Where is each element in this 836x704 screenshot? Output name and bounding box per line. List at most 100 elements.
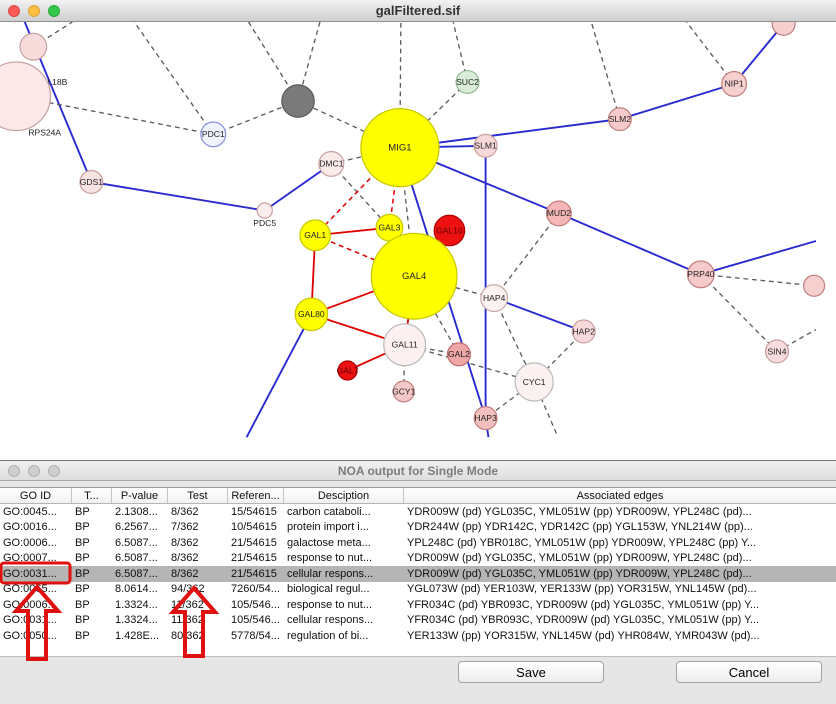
column-header[interactable]: Test [168, 488, 228, 503]
graph-edge[interactable] [264, 163, 332, 212]
graph-node-SLM2[interactable] [607, 107, 632, 132]
graph-node-GCY1[interactable] [392, 380, 415, 403]
graph-node-GAL80[interactable] [294, 297, 329, 332]
graph-node-GAL11[interactable] [383, 323, 427, 367]
graph-edge[interactable] [700, 273, 815, 287]
column-header[interactable]: P-value [112, 488, 168, 503]
graph-node-GAL1[interactable] [299, 219, 332, 252]
graph-node-GDS1[interactable] [79, 169, 104, 195]
graph-node-GAL2[interactable] [446, 342, 471, 367]
minimize-button[interactable] [28, 4, 40, 17]
column-header[interactable]: GO ID [0, 488, 72, 503]
table-cell: GO:0065... [3, 583, 57, 596]
graph-node-CYC1[interactable] [514, 362, 554, 402]
table-cell: biological regul... [287, 583, 370, 596]
cancel-button[interactable]: Cancel [676, 661, 822, 683]
graph-node-GAL10[interactable] [433, 214, 466, 247]
graph-node-PDC5[interactable] [256, 202, 273, 219]
minimize-button[interactable] [28, 464, 40, 477]
graph-node-RPS24A[interactable] [0, 61, 52, 132]
graph-node-HAP3[interactable] [473, 406, 498, 431]
graph-node-MIG1[interactable] [360, 108, 440, 188]
table-cell: BP [75, 567, 90, 580]
graph-node-PRP40[interactable] [686, 260, 715, 289]
table-cell: GO:0016... [3, 521, 57, 534]
graph-edge[interactable] [558, 212, 702, 276]
graph-node-HAP4[interactable] [480, 284, 509, 313]
column-header[interactable]: T... [72, 488, 112, 503]
graph-node-label: GAL11 [392, 340, 418, 350]
graph-node-label: GAL2 [448, 349, 470, 359]
column-header[interactable]: Referen... [228, 488, 284, 503]
graph-edge[interactable] [245, 313, 313, 438]
graph-node-SUC2[interactable] [455, 69, 480, 95]
graph-edge[interactable] [413, 275, 460, 355]
graph-edge[interactable] [493, 297, 585, 333]
graph-node-SIN4[interactable] [764, 339, 790, 364]
graph-edge[interactable] [297, 100, 401, 149]
column-header[interactable]: Desciption [284, 488, 404, 503]
graph-node-SLM1[interactable] [473, 133, 498, 158]
table-cell: cellular respons... [287, 567, 374, 580]
graph-node-GAL7[interactable] [337, 360, 358, 381]
table-cell: protein import i... [287, 521, 369, 534]
graph-edge[interactable] [32, 22, 73, 48]
table-cell: BP [75, 505, 90, 518]
graph-edge[interactable] [619, 82, 735, 121]
graph-node-N1[interactable] [281, 84, 315, 118]
graph-edge[interactable] [330, 163, 390, 229]
table-cell: 8/362 [171, 536, 199, 549]
graph-node-HAP2[interactable] [571, 319, 596, 344]
graph-node-DMC1[interactable] [318, 150, 345, 177]
graph-edge[interactable] [133, 22, 214, 135]
table-cell: BP [75, 536, 90, 549]
column-header[interactable]: Associated edges [576, 489, 664, 502]
table-cell: BP [75, 583, 90, 596]
table-cell: 10/54615 [231, 521, 277, 534]
graph-edge[interactable] [493, 212, 560, 299]
graph-node-RE[interactable] [803, 274, 826, 297]
zoom-button[interactable] [48, 464, 60, 477]
traffic-lights-inactive [8, 464, 60, 477]
graph-edge[interactable] [700, 273, 778, 352]
table-cell: YGL073W (pd) YER103W, YER133W (pp) YOR31… [407, 583, 757, 596]
graph-node-MUD2[interactable] [545, 200, 572, 227]
zoom-button[interactable] [48, 4, 60, 17]
graph-edge[interactable] [404, 344, 535, 383]
table-cell: 11/362 [171, 614, 204, 627]
table-cell: 1.3324... [115, 598, 158, 611]
graph-node-label: SIN4 [767, 346, 786, 356]
network-window-titlebar[interactable]: galFiltered.sif [0, 0, 836, 22]
graph-edge[interactable] [700, 240, 817, 276]
table-cell: carbon cataboli... [287, 505, 371, 518]
graph-edge[interactable] [213, 100, 299, 135]
graph-edge[interactable] [685, 22, 735, 85]
noa-window-title: NOA output for Single Mode [337, 463, 499, 478]
close-button[interactable] [8, 4, 20, 17]
table-cell: 1.3324... [115, 614, 158, 627]
noa-window-titlebar[interactable]: NOA output for Single Mode [0, 461, 836, 481]
graph-node-PDC1[interactable] [200, 121, 227, 148]
save-button[interactable]: Save [458, 661, 604, 683]
close-button[interactable] [8, 464, 20, 477]
graph-node-NIP1[interactable] [721, 70, 748, 97]
graph-node-GAL4[interactable] [370, 232, 458, 320]
graph-edge[interactable] [776, 328, 817, 353]
graph-node-label: MUD2 [547, 208, 571, 218]
graph-edge[interactable] [91, 181, 265, 212]
graph-node-RPL18B[interactable] [19, 32, 48, 61]
graph-edge[interactable] [590, 22, 621, 120]
table-cell: BP [75, 629, 90, 642]
graph-node-TR[interactable] [771, 22, 796, 36]
